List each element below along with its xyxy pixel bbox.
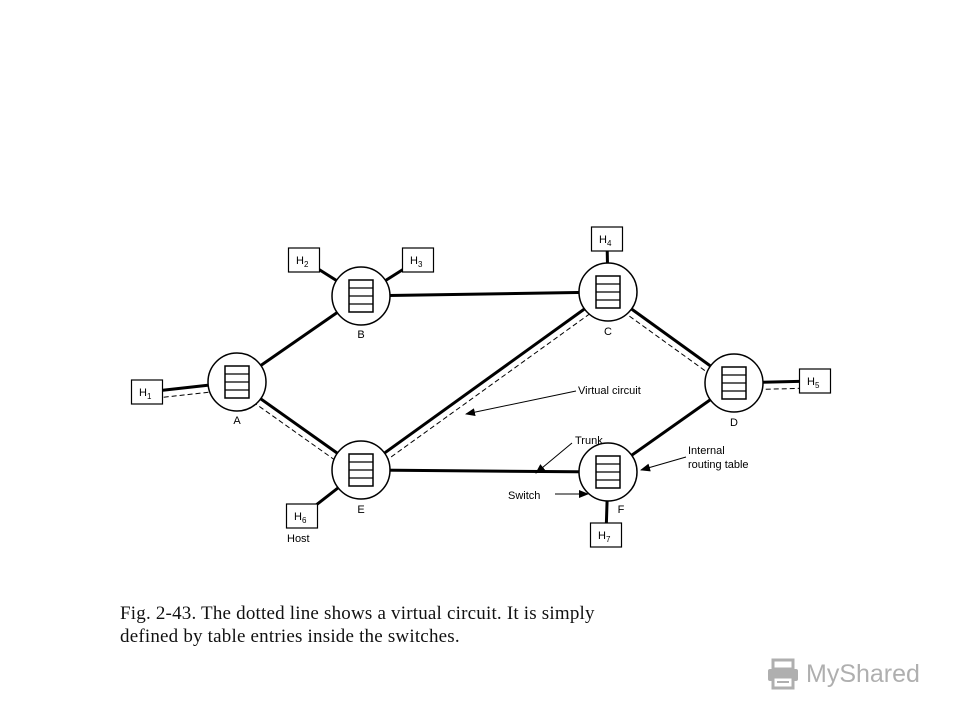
caption-line-2: defined by table entries inside the swit…	[120, 626, 460, 647]
host-box	[798, 368, 832, 394]
switches: A B C D E F	[207, 262, 764, 516]
switch-label-D: D	[730, 417, 738, 429]
host-label: Host	[287, 533, 310, 545]
trunk-lines	[236, 290, 735, 474]
routing-table-arrow	[640, 456, 687, 472]
switch-label-C: C	[604, 326, 612, 338]
printer-icon	[768, 658, 798, 690]
switch-label-E: E	[357, 504, 364, 516]
annotations: Virtual circuit Trunk Internal routing t…	[287, 385, 749, 545]
host-box	[130, 379, 164, 405]
host-H7: H7	[589, 522, 623, 548]
host-H2: H2	[287, 247, 321, 273]
host-box	[285, 503, 319, 529]
trunk-label: Trunk	[575, 435, 603, 447]
switch-label-F: F	[618, 504, 625, 516]
switch-C: C	[578, 262, 638, 338]
trunk-arrow	[535, 442, 573, 474]
host-H5: H5	[798, 368, 832, 394]
host-box	[589, 522, 623, 548]
switch-B: B	[331, 266, 391, 341]
virtual-circuit-dashed-path	[147, 297, 816, 477]
host-box	[590, 226, 624, 252]
host-box	[287, 247, 321, 273]
switch-label-B: B	[357, 329, 364, 341]
virtual-circuit-arrow	[465, 390, 577, 417]
host-H6: H6	[285, 503, 319, 529]
caption-line-1: Fig. 2-43. The dotted line shows a virtu…	[120, 603, 595, 624]
host-H1: H1	[130, 379, 164, 405]
switch-E: E	[331, 440, 391, 516]
watermark: MyShared	[766, 656, 920, 692]
virtual-circuit-line	[147, 297, 816, 477]
trunk-C-E	[360, 290, 609, 472]
virtual-circuit-label: Virtual circuit	[578, 385, 641, 397]
switch-D: D	[704, 353, 764, 429]
trunk-E-F	[360, 468, 609, 474]
routing-table-label-line2: routing table	[688, 459, 749, 471]
host-H4: H4	[590, 226, 624, 252]
switch-label: Switch	[508, 490, 540, 502]
switch-label-A: A	[233, 415, 241, 427]
watermark-text: MyShared	[806, 659, 920, 688]
routing-table-label-line1: Internal	[688, 445, 725, 457]
switch-A: A	[207, 352, 267, 427]
host-box	[401, 247, 435, 273]
figure-caption: Fig. 2-43. The dotted line shows a virtu…	[120, 602, 860, 648]
switch-F: F	[578, 442, 638, 516]
trunk-B-C	[360, 290, 609, 298]
host-H3: H3	[401, 247, 435, 273]
